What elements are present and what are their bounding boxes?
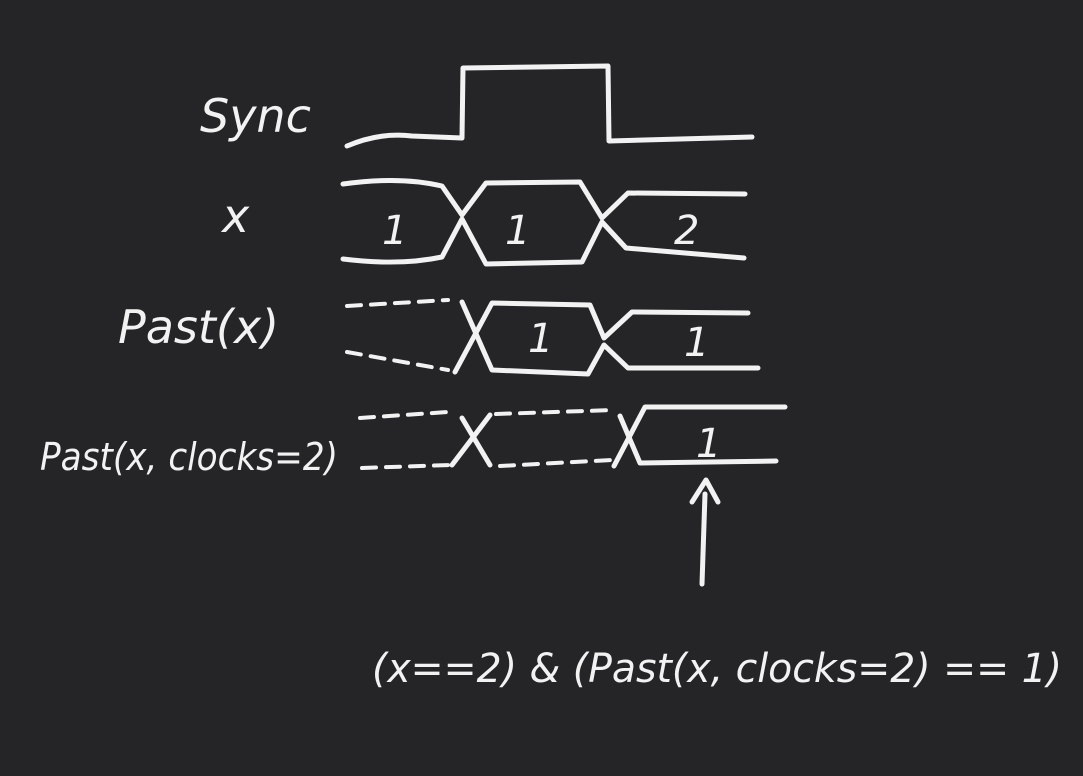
x-value-3: 2 [674,208,699,254]
past-x-value-2: 1 [684,320,709,366]
x-label: x [220,189,250,243]
sync-waveform [344,63,755,149]
past-x-value-1: 1 [528,316,553,362]
assertion-expression: (x==2) & (Past(x, clocks=2) == 1) [372,646,1062,692]
sync-label: Sync [200,89,311,143]
past-x-label: Past(x) [118,300,279,354]
x-value-2: 1 [505,208,530,254]
past-x-clocks2-value: 1 [696,421,721,467]
past-x-waveform [345,298,761,377]
past-x-clocks2-label: Past(x, clocks=2) [40,435,338,479]
arrow-up-icon [689,477,721,587]
x-value-1: 1 [382,208,407,254]
past-x-clocks2-waveform [358,404,788,470]
x-waveform [340,177,748,267]
